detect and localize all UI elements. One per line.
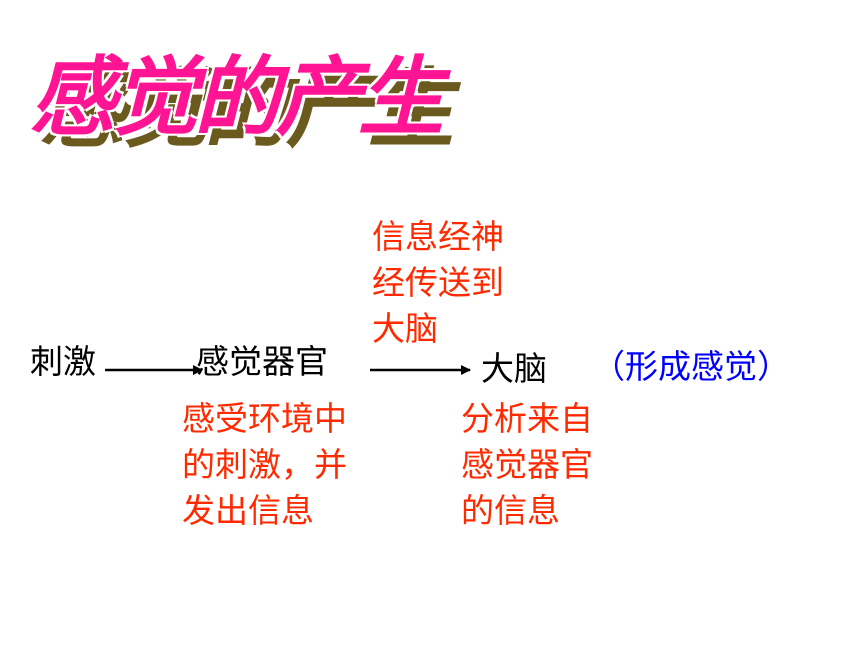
form-sensation-label: （形成感觉）	[592, 347, 790, 386]
stimulus-label: 刺激	[30, 342, 96, 381]
sense-organ-note: 感受环境中 的刺激，并 发出信息	[182, 396, 347, 534]
brain-label: 大脑	[481, 349, 547, 388]
organ-note-line: 的刺激，并	[182, 445, 347, 484]
nerve-note-line: 大脑	[372, 309, 438, 348]
organ-note-line: 感受环境中	[182, 399, 347, 438]
brain-note-line: 分析来自	[461, 399, 593, 438]
nerve-note-line: 经传送到	[372, 263, 504, 302]
brain-note-line: 感觉器官	[461, 445, 593, 484]
organ-note-line: 发出信息	[182, 491, 314, 530]
nerve-transmission-note: 信息经神 经传送到 大脑	[372, 214, 504, 352]
sense-organ-label: 感觉器官	[196, 342, 328, 381]
slide-title: 感觉的产生 感觉的产生	[30, 48, 500, 168]
brain-analysis-note: 分析来自 感觉器官 的信息	[461, 396, 593, 534]
nerve-note-line: 信息经神	[372, 217, 504, 256]
slide-title-shadow: 感觉的产生	[40, 60, 454, 160]
slide-title-text: 感觉的产生	[30, 48, 444, 148]
brain-note-line: 的信息	[461, 491, 560, 530]
